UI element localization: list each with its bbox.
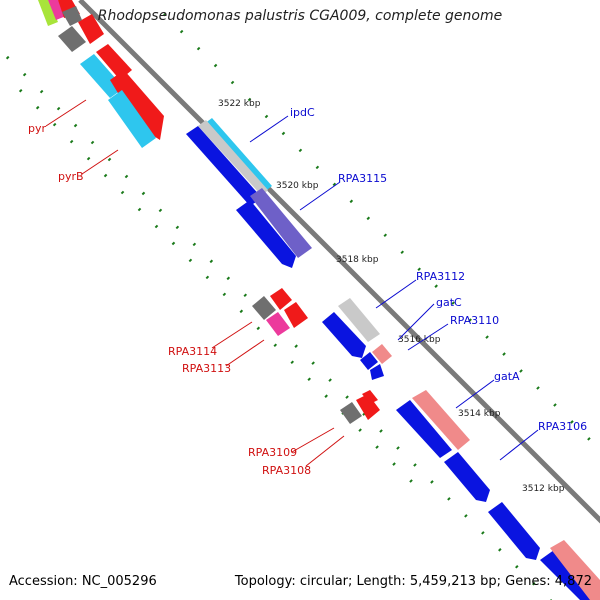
label-ipdC: ipdC [290, 106, 315, 119]
gene-gray-block-2 [62, 6, 82, 26]
gene-gatA-blue [396, 400, 452, 458]
gene-red-block-1 [78, 14, 104, 44]
gene-pyr-red [110, 70, 164, 140]
label-RPA3115: RPA3115 [338, 172, 387, 185]
label-pyr: pyr [28, 122, 46, 135]
gene-ipdC-cyan [204, 118, 272, 192]
label-RPA3114: RPA3114 [168, 345, 217, 358]
mid-left-cluster [252, 288, 308, 336]
label-RPA3109: RPA3109 [248, 446, 297, 459]
tick-rail-right [147, 0, 600, 453]
leader-RPA3108 [305, 435, 345, 467]
leader-RPA3114 [211, 321, 253, 349]
label-RPA3113: RPA3113 [182, 362, 231, 375]
gene-RPA3114-red-bottom [284, 302, 308, 328]
scale-3522: 3522 kbp [218, 99, 261, 109]
scale-3516: 3516 kbp [398, 335, 441, 345]
gene-gray-block-1 [58, 26, 86, 52]
gene-RPA3106-blue [444, 452, 490, 502]
scale-3520: 3520 kbp [276, 181, 319, 191]
label-RPA3108: RPA3108 [262, 464, 311, 477]
upper-left-gene-cluster [38, 0, 164, 148]
gene-pyr-cyan [80, 54, 124, 98]
gene-pink-bar [48, 0, 66, 20]
gene-pyrB-cyan [108, 90, 156, 148]
leader-ipdC [249, 115, 289, 143]
label-gatC: gatC [436, 296, 462, 309]
leader-RPA3106 [499, 429, 539, 461]
gene-RPA3114-gray [252, 296, 276, 320]
label-RPA3110: RPA3110 [450, 314, 499, 327]
leader-pyrB [81, 149, 119, 175]
gene-RPA3112-lightgray [338, 298, 380, 342]
label-RPA3106: RPA3106 [538, 420, 587, 433]
gene-salmon-bottom [550, 540, 600, 600]
genome-backbone-highlight [84, 0, 600, 516]
leader-RPA3115 [299, 181, 341, 211]
map-title: Rhodopseudomonas palustris CGA009, compl… [97, 8, 503, 24]
accession-text: Accession: NC_005296 [9, 574, 157, 589]
scale-3512: 3512 kbp [522, 484, 565, 494]
scale-3518: 3518 kbp [336, 255, 379, 265]
gene-RPA3115-blue [236, 200, 296, 268]
gene-lime-bar [38, 0, 58, 26]
label-gatA: gatA [494, 370, 520, 383]
gene-RPA3114-red-top [270, 288, 292, 310]
gene-RPA3109-red [356, 394, 380, 420]
gene-RPA3110-blue [360, 352, 378, 370]
lower-left-cluster [340, 390, 380, 424]
gene-ipdC-blue-arrow [186, 126, 262, 206]
gene-blue-lower [488, 502, 540, 560]
ipdC-cluster [186, 118, 312, 268]
gene-RPA3110-salmon [372, 344, 392, 364]
gatA-cluster [396, 390, 600, 600]
gene-RPA3109-gray [340, 402, 362, 424]
leader-RPA3109 [291, 427, 335, 453]
genome-backbone [78, 0, 600, 524]
gene-RPA3108-red [362, 390, 378, 404]
gene-RPA3115-purple [250, 188, 312, 258]
leader-RPA3113 [225, 339, 265, 367]
topology-text: Topology: circular; Length: 5,459,213 bp… [234, 574, 592, 589]
label-pyrB: pyrB [58, 170, 84, 183]
label-RPA3112: RPA3112 [416, 270, 465, 283]
gene-gatC-blue [322, 312, 366, 358]
gene-RPA3113-pink [266, 312, 290, 336]
mid-right-cluster [322, 298, 392, 380]
leader-gatA [455, 379, 495, 409]
leader-pyr [45, 99, 87, 127]
leader-gatC [397, 303, 435, 341]
gene-gatA-salmon [412, 390, 470, 450]
gene-small-blue [370, 364, 384, 380]
scale-3514: 3514 kbp [458, 409, 501, 419]
leader-RPA3110 [407, 323, 449, 351]
gene-ipdC-gray [198, 120, 268, 196]
leader-RPA3112 [375, 279, 417, 309]
